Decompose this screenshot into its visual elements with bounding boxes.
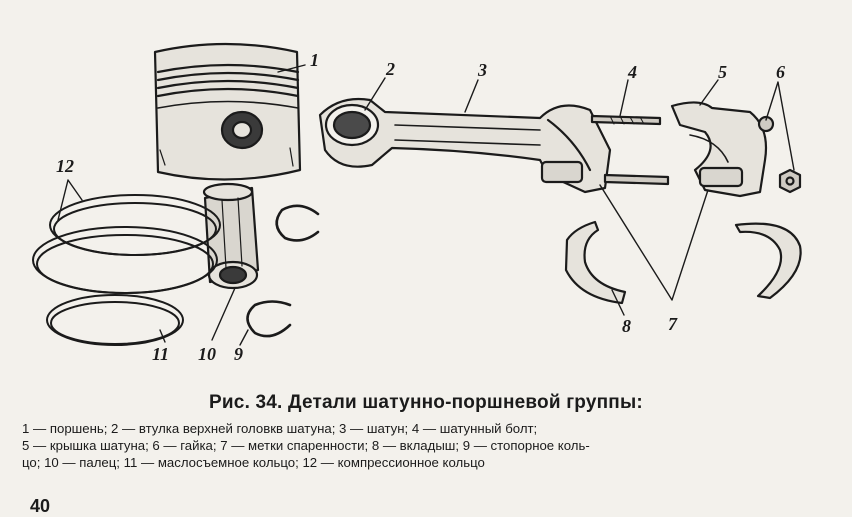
legend-line: цо; 10 — палец; 11 — маслосъемное кольцо…: [22, 455, 485, 470]
piston-drawing: [153, 42, 302, 181]
piston-rings-drawing: [32, 194, 221, 346]
connecting-rod-drawing: [318, 97, 612, 194]
callout-3: 3: [477, 60, 487, 80]
callout-12: 12: [56, 156, 74, 176]
page-number: 40: [30, 496, 51, 516]
leader-lines: [57, 64, 795, 346]
callout-1: 1: [310, 50, 319, 70]
callout-2: 2: [385, 59, 395, 79]
callout-8: 8: [622, 316, 631, 336]
rod-bolts-drawing: [590, 114, 670, 186]
callout-5: 5: [718, 62, 727, 82]
callout-9: 9: [234, 344, 243, 364]
figure-caption-title: Рис. 34. Детали шатунно-поршневой группы…: [209, 392, 643, 413]
callout-labels: 1 2 3 4 5 6 7 8 9 10 11 12: [56, 50, 785, 364]
bearing-shells-drawing: [564, 220, 802, 305]
engine-parts-illustration: 1 2 3 4 5 6 7 8 9 10 11 12: [32, 42, 802, 364]
wrist-pin-drawing: [202, 182, 260, 290]
nuts-drawing: [757, 115, 802, 194]
rod-cap-drawing: [670, 101, 768, 198]
callout-7: 7: [668, 314, 678, 334]
callout-10: 10: [198, 344, 216, 364]
legend-line: 5 — крышка шатуна; 6 — гайка; 7 — метки …: [22, 438, 590, 453]
callout-11: 11: [152, 344, 169, 364]
callout-4: 4: [627, 62, 637, 82]
legend-line: 1 — поршень; 2 — втулка верхней головкв …: [22, 421, 538, 436]
circlips-drawing: [246, 204, 320, 338]
figure-legend: 1 — поршень; 2 — втулка верхней головкв …: [22, 420, 822, 471]
callout-6: 6: [776, 62, 785, 82]
